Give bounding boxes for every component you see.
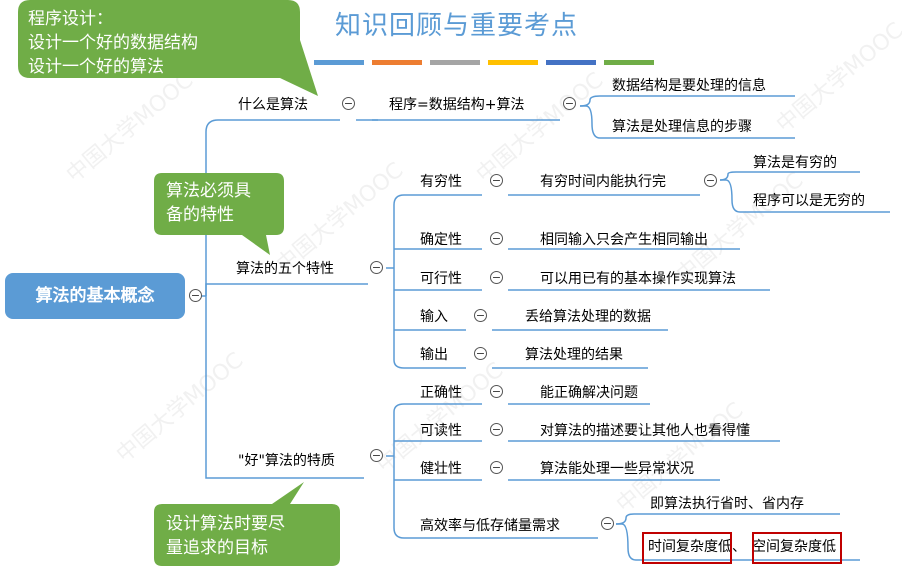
node-data-structure-info[interactable]: 数据结构是要处理的信息 <box>612 78 766 94</box>
collapse-toggle-icon[interactable]: − <box>601 517 614 530</box>
title-bar <box>546 60 596 65</box>
callout-text: 设计算法时要尽 <box>166 514 285 534</box>
collapse-toggle-icon[interactable]: − <box>342 97 355 110</box>
title-bar <box>430 60 480 65</box>
collapse-toggle-icon[interactable]: − <box>370 449 383 462</box>
node-robustness-desc[interactable]: 算法能处理一些异常状况 <box>540 461 694 477</box>
callout-text: 量追求的目标 <box>166 538 268 558</box>
node-efficiency-desc[interactable]: 即算法执行省时、省内存 <box>650 496 804 512</box>
node-definiteness-desc[interactable]: 相同输入只会产生相同输出 <box>540 232 708 248</box>
callout-text: 设计一个好的数据结构 <box>28 33 198 53</box>
title-bar <box>314 60 364 65</box>
node-algorithm-finite[interactable]: 算法是有穷的 <box>753 155 837 171</box>
collapse-toggle-icon[interactable]: − <box>189 289 202 302</box>
node-input[interactable]: 输入 <box>420 309 448 325</box>
callout-text: 程序设计： <box>28 9 113 29</box>
node-efficiency[interactable]: 高效率与低存储量需求 <box>420 518 560 534</box>
callout-text: 设计一个好的算法 <box>28 57 164 77</box>
node-what-is-algorithm[interactable]: 什么是算法 <box>238 97 308 113</box>
node-algorithm-steps[interactable]: 算法是处理信息的步骤 <box>612 119 752 135</box>
collapse-toggle-icon[interactable]: − <box>704 174 717 187</box>
collapse-toggle-icon[interactable]: − <box>490 461 503 474</box>
node-five-traits[interactable]: 算法的五个特性 <box>236 261 334 277</box>
node-feasibility[interactable]: 可行性 <box>420 271 462 287</box>
callout-required-traits: 算法必须具 备的特性 <box>154 173 284 257</box>
title-bar <box>604 60 654 65</box>
node-output-desc[interactable]: 算法处理的结果 <box>525 347 623 363</box>
node-readability[interactable]: 可读性 <box>420 423 462 439</box>
node-program-infinite[interactable]: 程序可以是无穷的 <box>753 193 865 209</box>
space-complexity-text: 空间复杂度 <box>752 539 822 555</box>
page-title: 知识回顾与重要考点 <box>335 11 579 41</box>
node-feasibility-desc[interactable]: 可以用已有的基本操作实现算法 <box>540 271 736 287</box>
space-complexity-highlight <box>752 532 842 564</box>
node-readability-desc[interactable]: 对算法的描述要让其他人也看得懂 <box>540 423 750 439</box>
collapse-toggle-icon[interactable]: − <box>490 232 503 245</box>
node-correctness-desc[interactable]: 能正确解决问题 <box>540 385 638 401</box>
node-correctness[interactable]: 正确性 <box>420 385 462 401</box>
callout-design-goal: 设计算法时要尽 量追求的目标 <box>154 482 344 567</box>
low-text: 低 <box>822 539 836 555</box>
collapse-toggle-icon[interactable]: − <box>474 347 487 360</box>
node-output[interactable]: 输出 <box>420 347 448 363</box>
collapse-toggle-icon[interactable]: − <box>370 261 383 274</box>
callout-text: 算法必须具 <box>166 181 251 201</box>
collapse-toggle-icon[interactable]: − <box>563 97 576 110</box>
collapse-toggle-icon[interactable]: − <box>490 423 503 436</box>
collapse-toggle-icon[interactable]: − <box>490 271 503 284</box>
node-finiteness-desc[interactable]: 有穷时间内能执行完 <box>540 174 666 190</box>
node-finiteness[interactable]: 有穷性 <box>420 174 462 190</box>
low-text: 低、 <box>718 539 746 555</box>
collapse-toggle-icon[interactable]: − <box>490 174 503 187</box>
node-robustness[interactable]: 健壮性 <box>420 461 462 477</box>
node-good-algorithm[interactable]: "好"算法的特质 <box>238 453 335 469</box>
root-node[interactable]: 算法的基本概念 <box>5 273 185 319</box>
node-program-equation[interactable]: 程序=数据结构+算法 <box>389 97 525 113</box>
time-complexity-highlight <box>642 532 732 564</box>
callout-program-design: 程序设计： 设计一个好的数据结构 设计一个好的算法 <box>18 0 318 110</box>
collapse-toggle-icon[interactable]: − <box>474 309 487 322</box>
collapse-toggle-icon[interactable]: − <box>490 385 503 398</box>
time-complexity-text: 时间复杂度 <box>648 539 718 555</box>
node-complexity-row[interactable]: 时间复杂度低、空间复杂度低 <box>648 538 836 556</box>
title-bar <box>372 60 422 65</box>
node-input-desc[interactable]: 丢给算法处理的数据 <box>525 309 651 325</box>
node-definiteness[interactable]: 确定性 <box>420 232 462 248</box>
title-bar <box>488 60 538 65</box>
callout-text: 备的特性 <box>166 205 234 225</box>
